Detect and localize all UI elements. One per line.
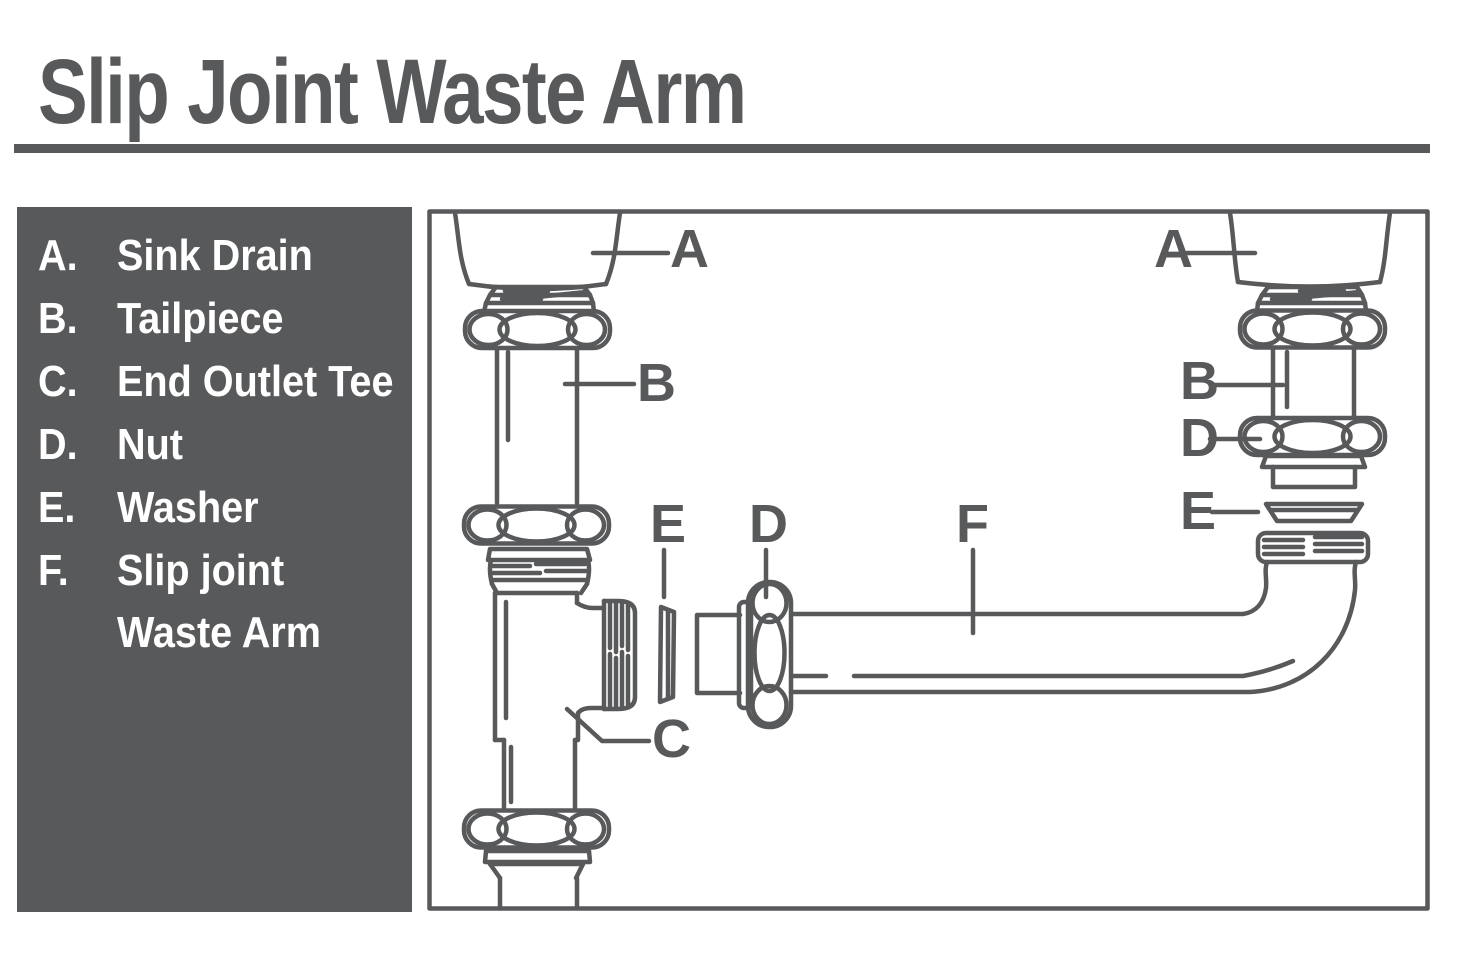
slip-nut-right [1240,311,1385,348]
washer-left-illustration [657,604,677,705]
waste-arm-elbow-threads [1255,530,1371,565]
drain-neck-left [481,284,597,315]
page-title-text: Slip Joint Waste Arm [38,41,747,143]
callout-right-nut: D [1180,408,1219,468]
tailpiece-right-illustration [1270,345,1357,421]
waste-arm-illustration [788,559,1359,695]
callout-end-outlet-tee: C [652,709,691,769]
callout-left-washer: E [650,494,686,554]
end-outlet-tee-illustration [492,590,607,813]
legend-row-c: C. End Outlet Tee [38,351,412,414]
nut-flange-left [736,599,754,711]
waste-arm-ferrule [694,612,743,696]
nut-right-illustration [1240,418,1385,455]
washer-right-illustration [1263,501,1365,524]
legend-label: End Outlet Tee [117,357,394,406]
slip-nut-left-top [465,311,610,348]
legend-label: Sink Drain [117,231,313,280]
legend-row-f: F. Slip joint Waste Arm [38,540,412,657]
legend-label: Tailpiece [117,294,284,343]
legend-label: Washer [117,483,259,532]
legend-row-e: E. Washer [38,477,412,540]
diagram-border [427,209,1430,911]
legend-panel: A. Sink Drain B. Tailpiece C. End Outlet… [17,207,412,912]
legend-letter: A. [38,231,78,280]
sink-drain-right-illustration [1227,210,1393,289]
legend-letter: D. [38,420,78,469]
legend-row-b: B. Tailpiece [38,288,412,351]
leader-end-outlet-tee [564,706,652,744]
title-rule [14,144,1430,153]
legend-letter: C. [38,357,78,406]
callout-left-tailpiece: B [637,353,676,413]
legend-letter: F. [38,546,69,595]
nut-flange-right [1259,453,1368,490]
tee-outlet-threads [601,598,638,712]
drain-outlet-tube [482,848,593,909]
drain-neck-right [1254,284,1369,314]
callout-waste-arm: F [956,494,989,554]
legend-row-a: A. Sink Drain [38,225,412,288]
nut-left-illustration [745,579,794,730]
legend-label-line2: Waste Arm [117,608,321,657]
callout-right-washer: E [1180,481,1216,541]
legend-letter: B. [38,294,78,343]
callout-right-sink-drain: A [1154,219,1193,279]
tee-inlet-threads [485,546,593,596]
slip-nut-left-bottom [464,811,609,848]
slip-nut-left-mid [464,507,609,544]
legend-row-d: D. Nut [38,414,412,477]
page-title: Slip Joint Waste Arm [38,46,911,138]
legend-label: Nut [117,420,183,469]
tailpiece-left-illustration [494,345,580,506]
callout-left-sink-drain: A [670,219,709,279]
legend-letter: E. [38,483,76,532]
legend-label: Slip joint [117,546,285,595]
callout-left-nut: D [749,494,788,554]
callout-right-tailpiece: B [1180,351,1219,411]
